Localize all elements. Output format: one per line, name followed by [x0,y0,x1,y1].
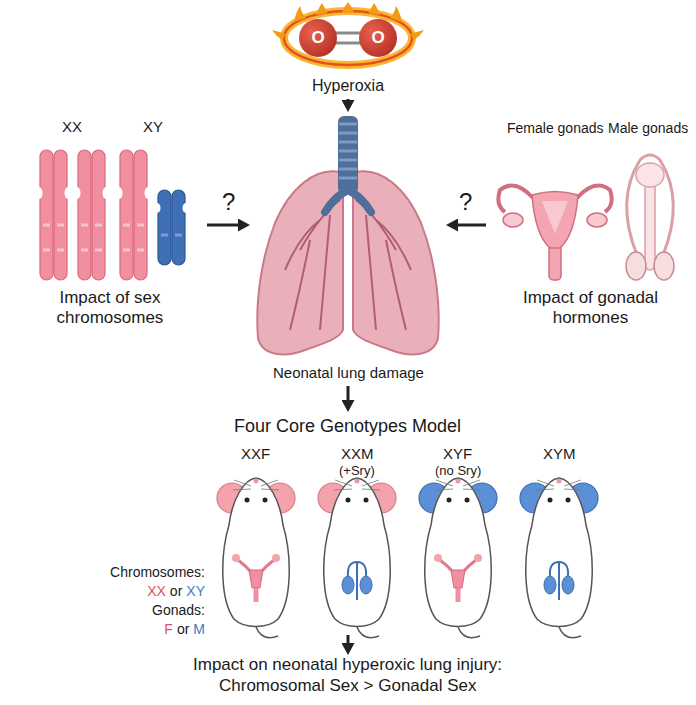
node-text: Female gonads [507,120,604,137]
key-text: Gonads: [152,602,205,618]
chromosome-drawing [36,150,190,280]
oxygen-atom: O [359,19,397,57]
node-text: Hyperoxia [312,76,384,95]
mouse-drawing [217,478,295,638]
key-line: XXorXY [147,583,205,600]
key-line: Gonads: [152,602,205,619]
node-text: Impact of gonadal hormones [503,288,678,329]
hyperoxia-group: Hyperoxia O O [280,2,416,98]
key-text: or [170,583,182,599]
key-text: or [177,621,189,637]
node-text: XYF [443,445,472,463]
edge-label: ? [222,188,235,217]
key-line: ForM [164,621,205,638]
key-text: XY [186,583,205,599]
mouse-genotype: XXM(+Sry) [312,445,402,630]
arrow-connector [207,224,240,227]
male-gonads-drawing [626,155,674,280]
key-text: Chromosomes: [110,564,205,580]
mouse-genotype: XYM [514,445,604,630]
arrow-connector [347,635,350,645]
node-text: Four Core Genotypes Model [234,416,461,438]
node-text: XY [143,118,163,136]
gonad-group: Female gonadsMale gonadsImpact of gonada… [488,118,692,331]
chromosome-group: XX XY Impact of sex chromosomes [20,118,205,331]
node-text: Male gonads [608,120,688,137]
key-text: F [164,621,173,637]
node-text: XXF [241,445,270,463]
node-text: (no Sry) [435,463,481,479]
arrow-connector [456,224,486,227]
oxygen-atom: O [299,19,337,57]
node-text: Chromosomal Sex > Gonadal Sex [219,676,477,696]
mouse-drawing [520,478,598,638]
atom-symbol: O [359,28,397,48]
mouse-genotype: XYF(no Sry) [413,445,503,630]
female-gonads-drawing [498,186,611,281]
edge-label: ? [459,188,472,217]
key-line: Chromosomes: [110,564,205,581]
key-text: M [193,621,205,637]
fire-ring [272,2,424,65]
mouse-genotype: XXF [211,445,301,630]
atom-symbol: O [299,28,337,48]
key-text: XX [147,583,166,599]
arrow-connector [347,386,350,402]
node-text: Impact of sex chromosomes [35,288,185,329]
mouse-drawing [318,478,396,638]
node-text: XXM [341,445,374,463]
node-text: XYM [543,445,576,463]
node-text: (+Sry) [339,463,375,479]
node-text: XX [62,118,82,136]
node-text: Impact on neonatal hyperoxic lung injury… [193,655,502,675]
lung-group: Neonatal lung damage [250,112,446,385]
mouse-drawing [419,478,497,638]
model-group: Four Core Genotypes ModelXXFXXM(+Sry)XYF… [100,412,610,634]
lung-drawing [257,116,438,354]
node-text: Neonatal lung damage [273,364,424,382]
outcome-box: Impact on neonatal hyperoxic lung injury… [100,655,596,701]
arrow-connector [347,99,350,102]
